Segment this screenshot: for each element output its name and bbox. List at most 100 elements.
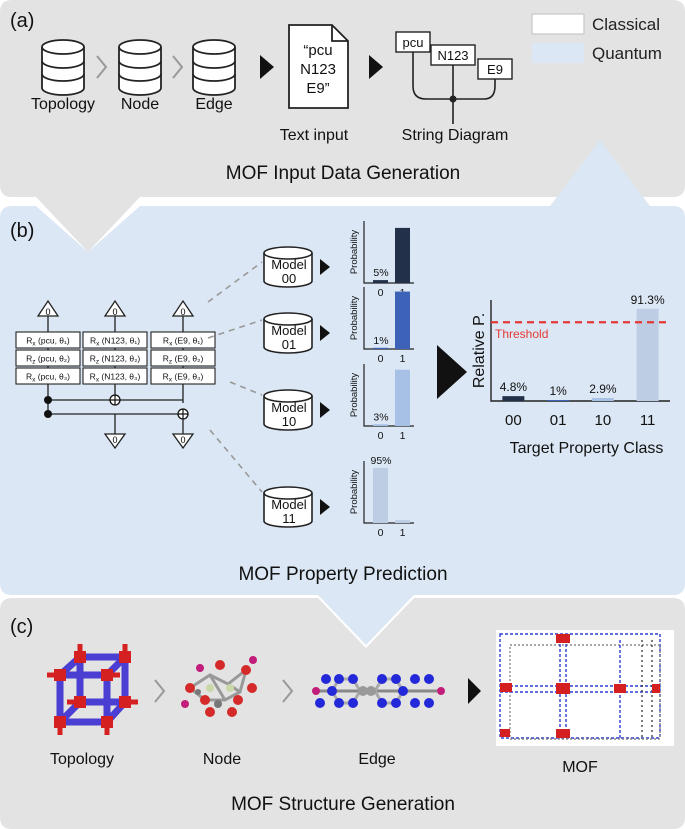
gate-box xyxy=(150,331,216,349)
panel-c-tag: (c) xyxy=(10,616,33,638)
panel-a-background xyxy=(0,0,685,252)
label-edge: Edge xyxy=(358,751,395,768)
gate-args: (N123, θ₂) xyxy=(99,354,140,364)
model-cylinder-icon xyxy=(263,493,313,528)
doc-line-1: “pcu xyxy=(303,42,332,59)
mini-bar xyxy=(395,369,410,426)
doc-line-3: E9” xyxy=(306,80,329,97)
arrow-right-icon xyxy=(320,259,330,275)
topology-structure-image xyxy=(47,644,138,735)
circuit-to-model-connectors xyxy=(207,261,263,493)
mini-xtick: 0 xyxy=(378,353,384,365)
state-top-3: 0 xyxy=(180,307,185,317)
gate-op: R xyxy=(90,354,96,364)
mini-bar xyxy=(373,347,388,349)
db-label-topology: Topology xyxy=(31,96,95,113)
gate-op-subscript: z xyxy=(32,359,35,366)
mini-xtick: 1 xyxy=(400,527,406,539)
legend-quantum-swatch xyxy=(532,43,584,63)
panel-b-background xyxy=(0,140,685,645)
mini-ylabel: Probability xyxy=(349,373,360,418)
gate-op-subscript: x xyxy=(169,341,173,348)
main-value-label: 91.3% xyxy=(631,293,665,307)
gate-box xyxy=(82,367,148,385)
arrow-right-icon xyxy=(468,678,481,704)
db-label-edge: Edge xyxy=(195,96,232,113)
gate-args: (pcu, θ₂) xyxy=(35,354,70,364)
main-bar-10 xyxy=(591,398,614,401)
mini-bar xyxy=(373,280,388,283)
gate-op: R xyxy=(26,354,32,364)
model-name: Model xyxy=(271,257,307,272)
panel-b-title: MOF Property Prediction xyxy=(238,564,447,585)
chevron-right-icon xyxy=(154,679,166,703)
state-top-2: 0 xyxy=(112,307,117,317)
model-code: 10 xyxy=(282,414,296,429)
chevron-right-icon xyxy=(282,679,294,703)
arrow-right-icon xyxy=(260,55,274,79)
panel-a-tag: (a) xyxy=(10,10,34,32)
main-bar-00 xyxy=(502,396,525,401)
gate-box xyxy=(150,349,216,367)
model-cylinder-top xyxy=(263,246,313,260)
main-xtick: 01 xyxy=(550,412,567,429)
label-node: Node xyxy=(203,751,241,768)
gate-box xyxy=(82,349,148,367)
gate-args: (pcu, θ₃) xyxy=(35,372,70,382)
mini-xtick: 1 xyxy=(400,353,406,365)
db-label-node: Node xyxy=(121,96,159,113)
gate-op: R xyxy=(163,372,169,382)
database-edge-icon xyxy=(192,39,236,96)
model-code: 01 xyxy=(282,337,296,352)
gate-op: R xyxy=(26,336,32,346)
gate-op: R xyxy=(26,372,32,382)
mini-value-label: 1% xyxy=(373,335,388,347)
gate-op-subscript: x xyxy=(32,341,36,348)
gate-op: R xyxy=(163,354,169,364)
gate-op-subscript: z xyxy=(169,359,172,366)
gate-box xyxy=(15,331,81,349)
main-xtick: 00 xyxy=(505,412,522,429)
gate-args: (pcu, θ₁) xyxy=(36,336,70,346)
mini-bar xyxy=(395,291,410,349)
state-top-1: 0 xyxy=(45,307,50,317)
document-icon xyxy=(288,24,349,109)
gate-op-subscript: x xyxy=(96,377,100,384)
mini-xtick: 0 xyxy=(378,527,384,539)
mini-ylabel: Probability xyxy=(349,470,360,515)
database-node-icon xyxy=(118,39,162,96)
mini-bar xyxy=(395,520,410,523)
mini-ylabel: Probability xyxy=(349,230,360,275)
gate-op-subscript: x xyxy=(169,377,173,384)
gate-op-subscript: x xyxy=(96,341,100,348)
legend-quantum-label: Quantum xyxy=(592,44,662,63)
legend-classical-swatch xyxy=(531,13,585,35)
edge-structure-image xyxy=(312,674,445,708)
mini-value-label: 95% xyxy=(370,455,391,467)
string-box-e9: E9 xyxy=(487,62,503,77)
model-code: 00 xyxy=(282,271,296,286)
mini-xtick: 0 xyxy=(378,287,384,299)
gate-args: (E9, θ₂) xyxy=(172,354,203,364)
main-bar-01 xyxy=(547,399,570,401)
gate-op: R xyxy=(90,372,96,382)
model-cylinder-icon xyxy=(263,396,313,431)
main-value-label: 4.8% xyxy=(500,380,528,394)
gate-op: R xyxy=(163,336,169,346)
string-box-n123: N123 xyxy=(437,48,468,63)
state-bottom-1: 0 xyxy=(112,435,117,445)
gate-box xyxy=(150,367,216,385)
quantum-circuit xyxy=(36,299,195,450)
model-cylinder-top xyxy=(263,312,313,326)
text-input-label: Text input xyxy=(280,127,349,144)
mini-xtick: 1 xyxy=(400,430,406,442)
arrow-right-icon xyxy=(320,325,330,341)
mini-value-label: 5% xyxy=(373,267,388,279)
gate-label: Rx (pcu, θ₁) xyxy=(26,336,70,348)
main-xtick: 10 xyxy=(595,412,612,429)
doc-line-2: N123 xyxy=(300,61,336,78)
gate-label: Rx (N123, θ₁) xyxy=(90,336,140,348)
mini-xtick: 0 xyxy=(378,430,384,442)
gate-args: (E9, θ₁) xyxy=(172,336,203,346)
